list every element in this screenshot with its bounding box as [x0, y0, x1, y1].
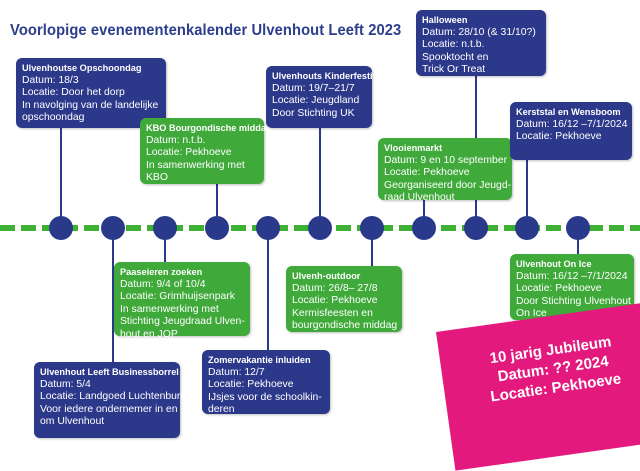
event-line: Locatie: Pekhoeve: [516, 283, 602, 295]
connector-paaseieren: [164, 236, 166, 264]
event-line: om Ulvenhout: [40, 416, 105, 428]
event-line: Datum: 9/4 of 10/4: [120, 279, 206, 290]
connector-kerststal: [526, 160, 528, 220]
event-line: Locatie: Pekhoeve: [208, 379, 294, 391]
event-line: Locatie: Landgoed Luchtenburg: [40, 391, 187, 403]
event-line: Locatie: Pekhoeve: [384, 167, 470, 179]
timeline-node-3: [153, 216, 177, 240]
event-line: bourgondische middag: [292, 320, 398, 332]
timeline-node-8: [412, 216, 436, 240]
timeline-node-10: [515, 216, 539, 240]
event-line: In samenwerking met: [146, 159, 245, 171]
event-line: Spooktocht en: [422, 51, 489, 63]
event-line: Georganiseerd door Jeugd-: [384, 179, 512, 191]
event-line: hout en JOP: [120, 328, 178, 340]
timeline-node-11: [566, 216, 590, 240]
event-line: Datum: 26/8– 27/8: [292, 283, 378, 294]
event-line: Door Stichting Ulvenhout: [516, 295, 631, 307]
timeline-node-2: [101, 216, 125, 240]
connector-kinderfestival: [319, 128, 321, 220]
event-title: Vlooienmarkt: [384, 143, 443, 153]
event-line: Locatie: Jeugdland: [272, 95, 360, 107]
event-line: Datum: 16/12 –7/1/2024: [516, 271, 628, 282]
event-line: raad Ulvenhout: [384, 192, 455, 204]
timeline-node-9: [464, 216, 488, 240]
event-line: In samenwerking met: [120, 303, 219, 315]
event-title: Halloween: [422, 15, 468, 25]
event-title: KBO Bourgondische middag: [146, 123, 272, 133]
event-card-halloween: Halloween Datum: 28/10 (& 31/10?) Locati…: [416, 10, 546, 76]
event-title: Kerststal en Wensboom: [516, 107, 621, 117]
event-line: Datum: n.t.b.: [146, 135, 206, 146]
event-line: IJsjes voor de schoolkin-: [208, 391, 322, 403]
event-line: Locatie: n.t.b.: [422, 39, 485, 51]
event-line: Datum: 19/7–21/7: [272, 83, 355, 94]
event-title: Ulvenhouts Kinderfestival: [272, 71, 386, 81]
connector-kbo: [216, 184, 218, 220]
connector-zomervakantie: [267, 236, 269, 354]
timeline-node-1: [49, 216, 73, 240]
connector-on-ice: [577, 236, 579, 258]
event-card-kerststal: Kerststal en Wensboom Datum: 16/12 –7/1/…: [510, 102, 632, 160]
event-line: opschoondag: [22, 112, 85, 124]
event-card-zomervakantie: Zomervakantie inluiden Datum: 12/7 Locat…: [202, 350, 330, 416]
timeline-node-5: [256, 216, 280, 240]
event-line: Datum: 9 en 10 september: [384, 155, 508, 166]
event-card-opschoondag: Ulvenhoutse Opschoondag Datum: 18/3 Loca…: [16, 58, 166, 128]
connector-vlooienmarkt: [423, 200, 425, 220]
event-line: Datum: 28/10 (& 31/10?): [422, 27, 536, 38]
event-line: Locatie: Door het dorp: [22, 87, 125, 99]
event-line: Locatie: Pekhoeve: [292, 295, 378, 307]
event-title: Ulvenhout Leeft Businessborrel: [40, 367, 179, 377]
event-title: Ulvenhout On Ice: [516, 259, 592, 269]
event-line: deren: [208, 404, 235, 416]
event-card-vlooienmarkt: Vlooienmarkt Datum: 9 en 10 september Lo…: [378, 138, 512, 203]
connector-outdoor: [371, 236, 373, 270]
event-line: Door Stichting UK: [272, 107, 355, 119]
event-line: Datum: 12/7: [208, 367, 265, 378]
event-line: On Ice: [516, 308, 547, 320]
event-card-outdoor: Ulvenh-outdoor Datum: 26/8– 27/8 Locatie…: [286, 266, 402, 332]
event-title: Zomervakantie inluiden: [208, 355, 311, 365]
event-line: Kermisfeesten en: [292, 307, 373, 319]
event-title: Paaseieren zoeken: [120, 267, 203, 277]
event-line: Locatie: Grimhuijsenpark: [120, 291, 235, 303]
connector-businessborrel: [112, 236, 114, 362]
event-line: In navolging van de landelijke: [22, 99, 159, 111]
connector-opschoondag: [60, 128, 62, 220]
event-line: Trick Or Treat: [422, 64, 486, 76]
event-line: Datum: 16/12 –7/1/2024: [516, 119, 628, 130]
event-title: Ulvenh-outdoor: [292, 271, 361, 281]
timeline-node-6: [308, 216, 332, 240]
event-card-businessborrel: Ulvenhout Leeft Businessborrel Datum: 5/…: [34, 362, 187, 438]
timeline-node-4: [205, 216, 229, 240]
event-line: Locatie: Pekhoeve: [516, 131, 602, 143]
event-line: Datum: 5/4: [40, 379, 91, 390]
timeline-node-7: [360, 216, 384, 240]
event-line: Datum: 18/3: [22, 75, 79, 86]
event-title: Ulvenhoutse Opschoondag: [22, 63, 142, 73]
event-card-kbo: KBO Bourgondische middag Datum: n.t.b. L…: [140, 118, 272, 184]
page-title: Voorlopige evenementenkalender Ulvenhout…: [10, 22, 402, 39]
event-line: Locatie: Pekhoeve: [146, 147, 232, 159]
event-line: Voor iedere ondernemer in en: [40, 403, 178, 415]
event-card-kinderfestival: Ulvenhouts Kinderfestival Datum: 19/7–21…: [266, 66, 386, 128]
event-line: Stichting Jeugdraad Ulven-: [120, 316, 245, 328]
event-line: KBO: [146, 172, 168, 184]
event-card-paaseieren: Paaseieren zoeken Datum: 9/4 of 10/4 Loc…: [114, 262, 250, 340]
